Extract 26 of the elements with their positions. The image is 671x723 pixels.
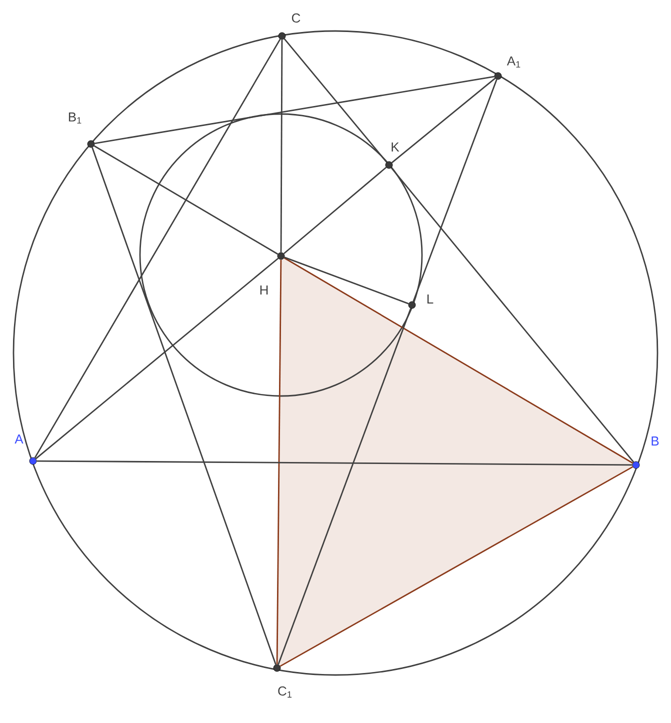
line-segment [280, 466, 634, 667]
line-segment [412, 79, 498, 302]
line-segment [94, 76, 494, 144]
point-label: A$_{1}$ [506, 56, 520, 68]
line-segment [391, 78, 496, 164]
point-label: L [427, 294, 434, 304]
point-label: B$_{1}$ [68, 112, 82, 124]
line-segment [92, 147, 276, 665]
line-segment [36, 460, 632, 466]
line-segment [280, 40, 283, 252]
line-segment [390, 167, 634, 463]
line-segment [94, 145, 278, 255]
point-label: A [14, 434, 24, 444]
line-segment [34, 38, 281, 458]
line-segment [284, 257, 634, 464]
point-label: C$_{1}$ [278, 686, 292, 698]
point-label: K [392, 142, 400, 152]
line-segment [35, 258, 279, 460]
point-label: C [292, 13, 300, 23]
line-segment [283, 166, 387, 254]
line-segment [284, 38, 388, 163]
line-segment [276, 260, 282, 664]
point-label: B [652, 436, 659, 446]
point-label: H [260, 286, 268, 294]
line-segment [278, 308, 412, 665]
line-segment [284, 256, 409, 304]
